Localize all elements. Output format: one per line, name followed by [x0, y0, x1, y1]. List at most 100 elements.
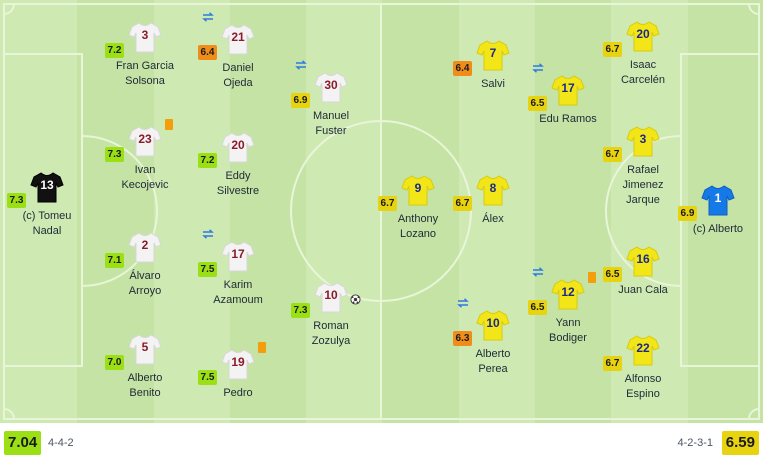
player-rating: 7.5 — [198, 262, 217, 277]
corner-arc — [748, 3, 760, 15]
shirt-number: 5 — [141, 340, 149, 354]
player-rating: 7.0 — [105, 355, 124, 370]
shirt-number: 30 — [324, 78, 338, 92]
center-circle — [290, 120, 472, 302]
player-name: Isaac Carcelén — [620, 59, 666, 86]
jersey-icon — [128, 230, 162, 264]
home-team-rating: 7.04 — [4, 431, 42, 455]
jersey-icon — [476, 308, 510, 342]
jersey-icon — [626, 19, 660, 53]
player-rating: 6.5 — [603, 267, 622, 282]
player-rating: 6.7 — [378, 196, 397, 211]
shirt-number: 20 — [636, 27, 650, 41]
yellow-card-icon — [165, 119, 173, 130]
player-name: Pedro — [223, 387, 253, 399]
jersey-icon — [314, 280, 348, 314]
shirt-number: 1 — [714, 191, 722, 205]
corner-arc — [3, 3, 15, 15]
shirt-number: 16 — [636, 252, 650, 266]
player-rating: 6.7 — [603, 42, 622, 57]
player-rating: 7.2 — [198, 153, 217, 168]
shirt-number: 21 — [231, 30, 245, 44]
player-name: Alfonso Espino — [624, 373, 662, 400]
left-penalty-area — [3, 53, 83, 367]
jersey-icon — [476, 38, 510, 72]
player-rating: 6.4 — [198, 45, 217, 60]
grass-stripe — [305, 0, 383, 423]
lineup-footer: 7.04 4-4-2 4-2-3-1 6.59 — [0, 423, 763, 462]
shirt-number: 12 — [561, 285, 575, 299]
substitution-icon — [295, 60, 307, 70]
player-rating: 6.5 — [528, 300, 547, 315]
player-rating: 6.9 — [291, 93, 310, 108]
jersey-icon — [626, 244, 660, 278]
player-name: Fran Garcia Solsona — [115, 60, 175, 87]
shirt-number: 9 — [414, 181, 422, 195]
player-rating: 6.7 — [603, 356, 622, 371]
player-rating: 7.5 — [198, 370, 217, 385]
substitution-icon — [457, 298, 469, 308]
player-rating: 7.2 — [105, 43, 124, 58]
player-name: Daniel Ojeda — [222, 62, 254, 89]
jersey-icon — [128, 332, 162, 366]
grass-stripe — [0, 0, 78, 423]
player-name: Álex — [482, 213, 504, 225]
jersey-icon — [401, 173, 435, 207]
corner-arc — [748, 408, 760, 420]
away-team-rating: 6.59 — [721, 431, 759, 455]
shirt-number: 2 — [141, 238, 149, 252]
substitution-icon — [532, 63, 544, 73]
player-name: Yann Bodiger — [549, 317, 587, 344]
jersey-icon — [128, 20, 162, 54]
yellow-card-icon — [588, 272, 596, 283]
jersey-icon — [476, 173, 510, 207]
shirt-number: 17 — [231, 247, 245, 261]
player-name: Rafael Jimenez Jarque — [622, 164, 664, 206]
player-rating: 6.5 — [528, 96, 547, 111]
shirt-number: 7 — [489, 46, 497, 60]
shirt-number: 10 — [486, 316, 500, 330]
player-rating: 7.1 — [105, 253, 124, 268]
player-name: Álvaro Arroyo — [128, 270, 162, 297]
shirt-number: 8 — [489, 181, 497, 195]
player-name: Roman Zozulya — [311, 320, 351, 347]
shirt-number: 3 — [639, 132, 647, 146]
jersey-icon — [701, 183, 735, 217]
player-rating: 6.9 — [678, 206, 697, 221]
jersey-icon — [221, 130, 255, 164]
jersey-icon — [221, 22, 255, 56]
shirt-number: 13 — [40, 178, 54, 192]
player-name: Manuel Fuster — [312, 110, 350, 137]
home-formation: 4-4-2 — [48, 437, 74, 449]
shirt-number: 22 — [636, 341, 650, 355]
player-name: Alberto Perea — [475, 348, 511, 375]
jersey-icon — [30, 170, 64, 204]
jersey-icon — [128, 124, 162, 158]
jersey-icon — [626, 124, 660, 158]
pitch-lines — [3, 3, 760, 420]
jersey-icon — [314, 70, 348, 104]
grass-stripe — [381, 0, 459, 423]
substitution-icon — [202, 229, 214, 239]
jersey-icon — [221, 239, 255, 273]
shirt-number: 20 — [231, 138, 245, 152]
player-name: Ivan Kecojevic — [121, 164, 169, 191]
player-name: (c) Tomeu Nadal — [22, 210, 72, 237]
yellow-card-icon — [258, 342, 266, 353]
jersey-icon — [551, 73, 585, 107]
player-rating: 6.7 — [453, 196, 472, 211]
shirt-number: 19 — [231, 355, 245, 369]
player-name: Karim Azamoum — [213, 279, 263, 306]
player-name: Edu Ramos — [539, 113, 597, 125]
grass-stripe — [534, 0, 612, 423]
shirt-number: 17 — [561, 81, 575, 95]
jersey-icon — [221, 347, 255, 381]
corner-arc — [3, 408, 15, 420]
player-name: Eddy Silvestre — [216, 170, 260, 197]
shirt-number: 23 — [138, 132, 152, 146]
player-rating: 6.7 — [603, 147, 622, 162]
player-rating: 7.3 — [105, 147, 124, 162]
left-penalty-arc — [81, 135, 158, 287]
player-name: Juan Cala — [618, 284, 668, 296]
